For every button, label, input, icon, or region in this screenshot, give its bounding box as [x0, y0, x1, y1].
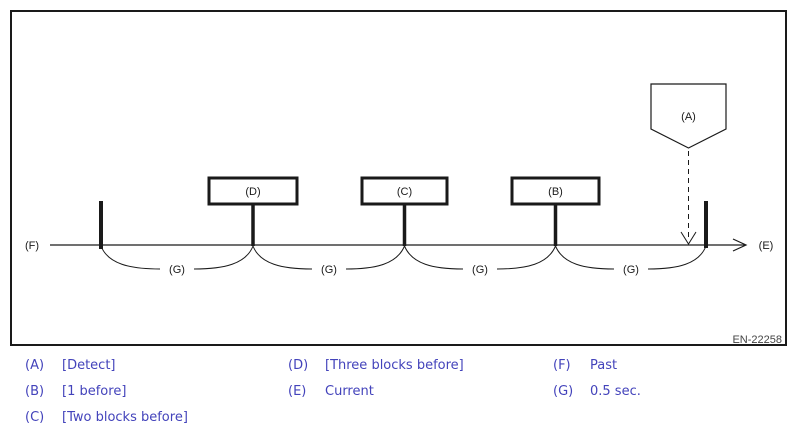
- interval-brace-1-left: [100, 245, 161, 270]
- legend-column-3: (F) Past (G) 0.5 sec.: [553, 358, 641, 410]
- block-one-before-label: (B): [548, 186, 563, 198]
- interval-brace-2: (G): [252, 245, 405, 276]
- block-two-before: (C): [360, 176, 449, 246]
- timeline-arrowhead-icon: [732, 238, 748, 252]
- legend-column-2: (D) [Three blocks before] (E) Current: [288, 358, 464, 410]
- current-axis-label: (E): [759, 240, 774, 252]
- legend-key: (D): [288, 358, 309, 373]
- interval-label: (G): [623, 264, 639, 276]
- block-two-before-box: [360, 176, 449, 206]
- figure-code: EN-22258: [732, 334, 782, 344]
- legend-key: (G): [553, 384, 574, 399]
- block-three-before-box: [207, 176, 299, 206]
- detect-marker-label: (A): [681, 111, 696, 123]
- interval-label: (G): [169, 264, 185, 276]
- interval-label: (G): [321, 264, 337, 276]
- legend-label: Past: [590, 358, 618, 373]
- interval-brace-4-left: [555, 245, 615, 270]
- legend-label: [1 before]: [62, 384, 127, 399]
- block-three-before-label: (D): [245, 186, 260, 198]
- legend-item-g: (G) 0.5 sec.: [553, 384, 641, 401]
- legend-item-b: (B) [1 before]: [25, 384, 188, 401]
- detect-arrowhead-icon: [680, 231, 697, 245]
- legend-label: [Detect]: [62, 358, 116, 373]
- legend-item-c: (C) [Two blocks before]: [25, 410, 188, 427]
- interval-brace-1: (G): [100, 245, 254, 276]
- legend-label: [Two blocks before]: [62, 410, 188, 425]
- interval-brace-3-left: [404, 245, 464, 270]
- past-axis-label: (F): [25, 240, 39, 252]
- legend-item-d: (D) [Three blocks before]: [288, 358, 464, 375]
- legend-key: (B): [25, 384, 45, 399]
- interval-brace-3-right: [496, 245, 556, 270]
- legend-key: (A): [25, 358, 45, 373]
- legend-key: (E): [288, 384, 307, 399]
- block-two-before-label: (C): [397, 186, 412, 198]
- legend-item-a: (A) [Detect]: [25, 358, 188, 375]
- legend-column-1: (A) [Detect] (B) [1 before] (C) [Two blo…: [25, 358, 188, 436]
- timeline-diagram: (F) (E) (D) (C) (B): [25, 83, 782, 344]
- detect-pentagon-icon: [650, 83, 727, 149]
- legend-label: Current: [325, 384, 374, 399]
- legend-key: (F): [553, 358, 571, 373]
- legend-item-f: (F) Past: [553, 358, 641, 375]
- block-one-before-box: [510, 176, 601, 206]
- interval-brace-3: (G): [404, 245, 556, 276]
- detect-marker: (A): [650, 83, 727, 245]
- interval-brace-2-left: [252, 245, 313, 270]
- block-three-before: (D): [207, 176, 299, 246]
- interval-label: (G): [472, 264, 488, 276]
- legend-label: 0.5 sec.: [590, 384, 641, 399]
- interval-brace-4: (G): [555, 245, 707, 276]
- block-one-before: (B): [510, 176, 601, 246]
- legend-label: [Three blocks before]: [325, 358, 464, 373]
- interval-brace-4-right: [647, 245, 707, 270]
- interval-brace-1-right: [193, 245, 254, 270]
- legend-item-e: (E) Current: [288, 384, 464, 401]
- legend-key: (C): [25, 410, 45, 425]
- figure-frame: (F) (E) (D) (C) (B): [10, 10, 787, 346]
- interval-brace-2-right: [345, 245, 405, 270]
